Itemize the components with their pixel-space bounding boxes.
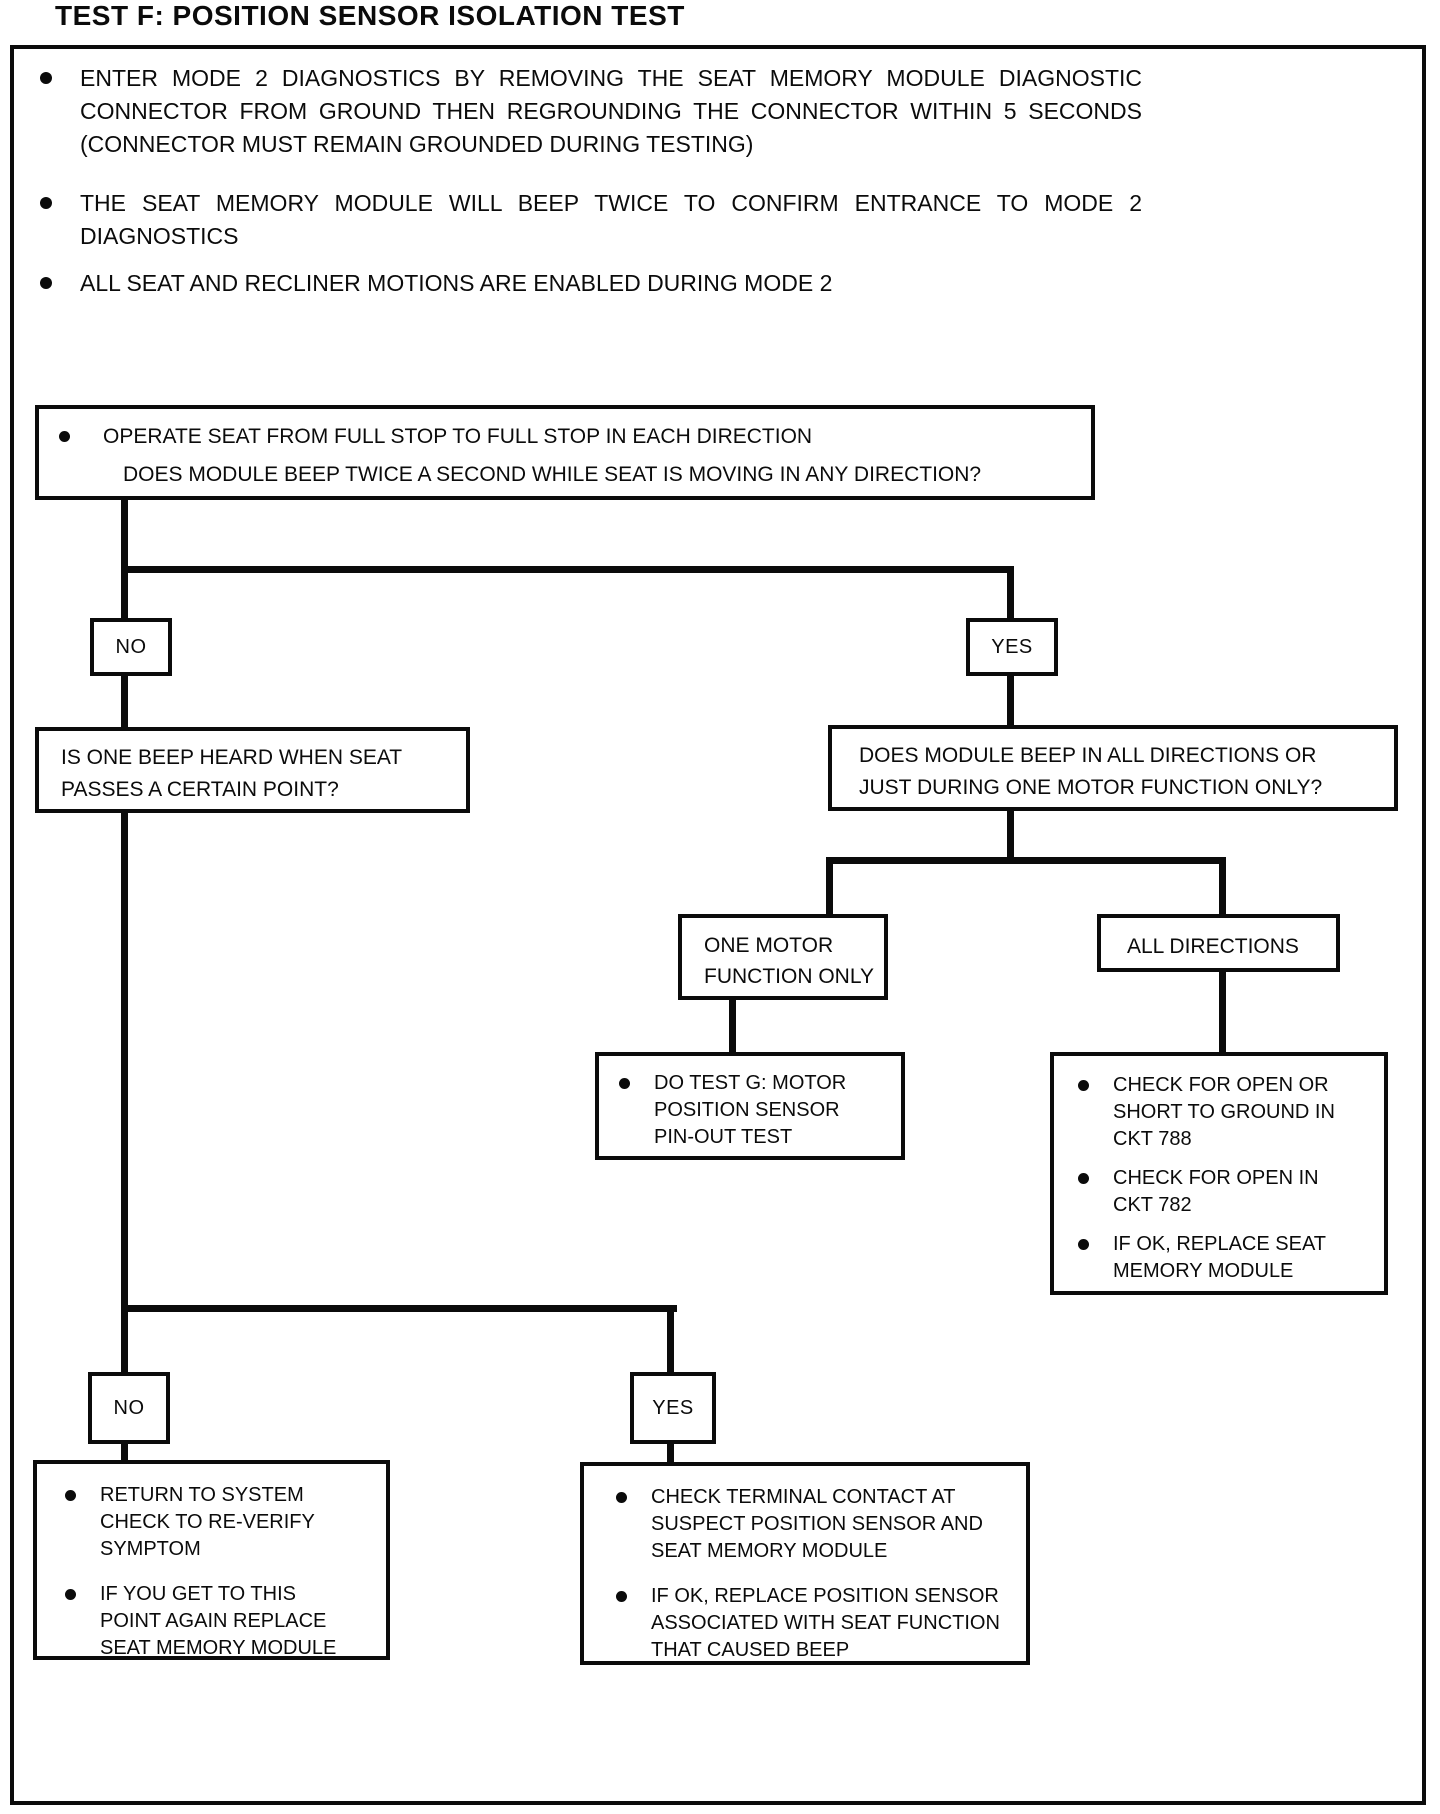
start-box: OPERATE SEAT FROM FULL STOP TO FULL STOP… bbox=[35, 405, 1095, 500]
intro-notes: ENTER MODE 2 DIAGNOSTICS BY REMOVING THE… bbox=[40, 62, 1195, 326]
bullet-dot-icon bbox=[40, 197, 52, 209]
one-motor-text: ONE MOTOR FUNCTION ONLY bbox=[704, 934, 874, 988]
one-motor-label-box: ONE MOTOR FUNCTION ONLY bbox=[678, 914, 888, 1000]
branch1-yes-label: YES bbox=[966, 618, 1058, 676]
intro-item: ENTER MODE 2 DIAGNOSTICS BY REMOVING THE… bbox=[40, 62, 1195, 161]
step-text: IF OK, REPLACE SEAT MEMORY MODULE bbox=[1113, 1233, 1327, 1282]
bullet-dot-icon bbox=[65, 1490, 76, 1501]
do-test-g-box: DO TEST G: MOTOR POSITION SENSOR PIN-OUT… bbox=[595, 1052, 905, 1160]
connector-line bbox=[1007, 673, 1014, 729]
outcome-yes-box: CHECK TERMINAL CONTACT AT SUSPECT POSITI… bbox=[580, 1462, 1030, 1665]
step-item: IF OK, REPLACE SEAT MEMORY MODULE bbox=[1078, 1231, 1384, 1285]
right-question-box: DOES MODULE BEEP IN ALL DIRECTIONS OR JU… bbox=[828, 725, 1398, 811]
all-directions-text: ALL DIRECTIONS bbox=[1127, 935, 1299, 958]
step-text: CHECK TERMINAL CONTACT AT SUSPECT POSITI… bbox=[651, 1486, 983, 1562]
intro-item: THE SEAT MEMORY MODULE WILL BEEP TWICE T… bbox=[40, 187, 1195, 253]
step-text: RETURN TO SYSTEM CHECK TO RE-VERIFY SYMP… bbox=[100, 1484, 315, 1560]
bullet-dot-icon bbox=[1078, 1239, 1089, 1250]
connector-line bbox=[121, 673, 128, 731]
step-text: CHECK FOR OPEN IN CKT 782 bbox=[1113, 1167, 1319, 1216]
step-item: CHECK TERMINAL CONTACT AT SUSPECT POSITI… bbox=[616, 1484, 1026, 1565]
bullet-dot-icon bbox=[59, 431, 70, 442]
bullet-dot-icon bbox=[619, 1078, 630, 1089]
connector-line bbox=[121, 810, 128, 1375]
step-item: CHECK FOR OPEN IN CKT 782 bbox=[1078, 1165, 1384, 1219]
connector-line bbox=[1219, 970, 1226, 1055]
step-item: IF YOU GET TO THIS POINT AGAIN REPLACE S… bbox=[65, 1581, 386, 1662]
bullet-dot-icon bbox=[1078, 1173, 1089, 1184]
yes-label-text: YES bbox=[991, 635, 1033, 658]
start-box-action: OPERATE SEAT FROM FULL STOP TO FULL STOP… bbox=[103, 425, 813, 448]
step-text: IF YOU GET TO THIS POINT AGAIN REPLACE S… bbox=[100, 1583, 337, 1659]
connector-line bbox=[729, 998, 736, 1055]
bullet-dot-icon bbox=[40, 72, 52, 84]
connector-line bbox=[667, 1305, 674, 1375]
step-item: DO TEST G: MOTOR POSITION SENSOR PIN-OUT… bbox=[619, 1070, 901, 1151]
page-title: TEST F: POSITION SENSOR ISOLATION TEST bbox=[55, 0, 685, 31]
step-text: IF OK, REPLACE POSITION SENSOR ASSOCIATE… bbox=[651, 1585, 1000, 1661]
step-item: IF OK, REPLACE POSITION SENSOR ASSOCIATE… bbox=[616, 1583, 1026, 1664]
no-label-text: NO bbox=[113, 1396, 145, 1419]
no-label-text: NO bbox=[115, 635, 147, 658]
bullet-dot-icon bbox=[40, 277, 52, 289]
outcome-no-box: RETURN TO SYSTEM CHECK TO RE-VERIFY SYMP… bbox=[33, 1460, 390, 1660]
connector-line bbox=[1007, 808, 1014, 864]
connector-line bbox=[1219, 857, 1226, 917]
step-item: CHECK FOR OPEN OR SHORT TO GROUND IN CKT… bbox=[1078, 1072, 1384, 1153]
intro-item-text: ENTER MODE 2 DIAGNOSTICS BY REMOVING THE… bbox=[80, 65, 1142, 157]
check-circuits-box: CHECK FOR OPEN OR SHORT TO GROUND IN CKT… bbox=[1050, 1052, 1388, 1295]
branch2-no-label: NO bbox=[88, 1372, 170, 1444]
bullet-dot-icon bbox=[65, 1589, 76, 1600]
intro-item-text: ALL SEAT AND RECLINER MOTIONS ARE ENABLE… bbox=[80, 270, 833, 296]
connector-line bbox=[121, 566, 1014, 573]
connector-line bbox=[121, 498, 128, 620]
all-directions-label-box: ALL DIRECTIONS bbox=[1097, 914, 1340, 972]
branch2-yes-label: YES bbox=[630, 1372, 716, 1444]
step-text: CHECK FOR OPEN OR SHORT TO GROUND IN CKT… bbox=[1113, 1074, 1335, 1150]
connector-line bbox=[826, 857, 1226, 864]
branch1-no-label: NO bbox=[90, 618, 172, 676]
left-question-box: IS ONE BEEP HEARD WHEN SEAT PASSES A CER… bbox=[35, 727, 470, 813]
left-question-text: IS ONE BEEP HEARD WHEN SEAT PASSES A CER… bbox=[61, 746, 403, 801]
bullet-dot-icon bbox=[616, 1492, 627, 1503]
connector-line bbox=[1007, 566, 1014, 620]
step-item: RETURN TO SYSTEM CHECK TO RE-VERIFY SYMP… bbox=[65, 1482, 386, 1563]
start-box-action-row: OPERATE SEAT FROM FULL STOP TO FULL STOP… bbox=[59, 424, 1081, 449]
connector-line bbox=[121, 1443, 128, 1463]
connector-line bbox=[826, 857, 833, 917]
right-question-text: DOES MODULE BEEP IN ALL DIRECTIONS OR JU… bbox=[859, 744, 1323, 799]
bullet-dot-icon bbox=[616, 1591, 627, 1602]
yes-label-text: YES bbox=[652, 1396, 694, 1419]
step-text: DO TEST G: MOTOR POSITION SENSOR PIN-OUT… bbox=[654, 1072, 847, 1148]
start-box-question: DOES MODULE BEEP TWICE A SECOND WHILE SE… bbox=[123, 463, 982, 486]
bullet-dot-icon bbox=[1078, 1080, 1089, 1091]
intro-item: ALL SEAT AND RECLINER MOTIONS ARE ENABLE… bbox=[40, 267, 1195, 300]
intro-item-text: THE SEAT MEMORY MODULE WILL BEEP TWICE T… bbox=[80, 190, 1142, 249]
connector-line bbox=[121, 1305, 677, 1312]
connector-line bbox=[667, 1443, 674, 1465]
